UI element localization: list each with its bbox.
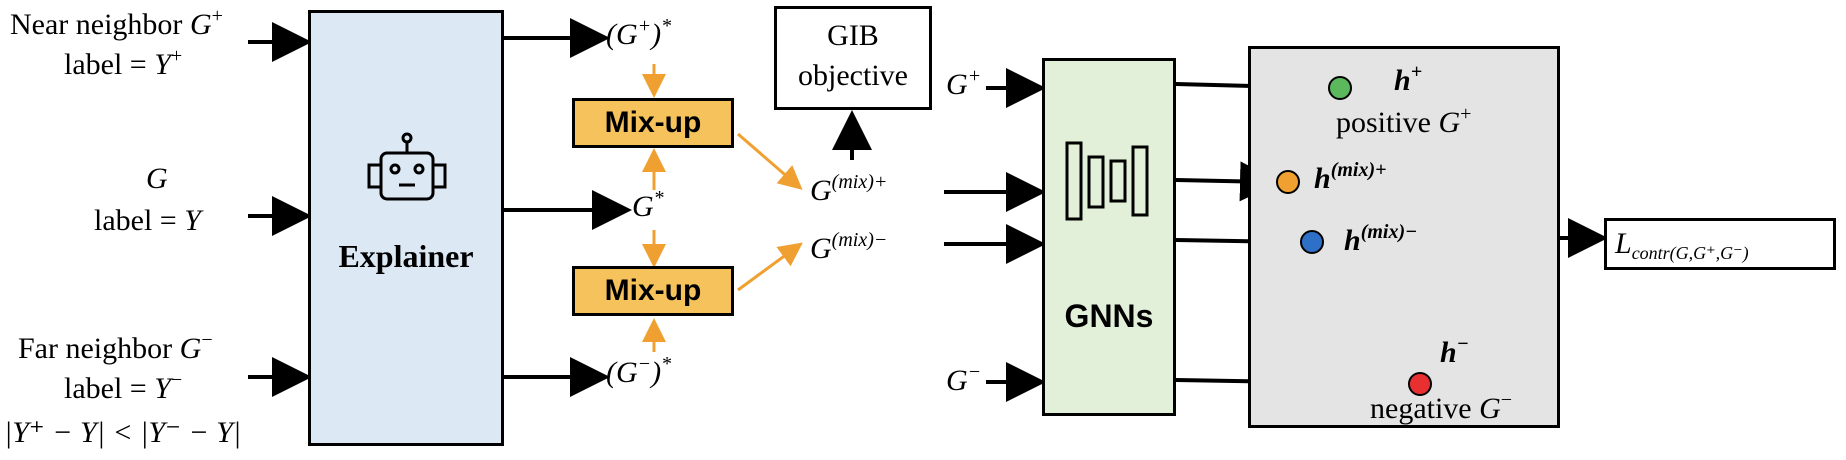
explained-pos-label: (G+)* [606,15,672,51]
loss-box: Lcontr(G,G⁺,G⁻) [1604,218,1836,270]
loss-label: Lcontr(G,G⁺,G⁻) [1615,227,1749,263]
gnns-label: GNNs [1064,298,1154,334]
positive-caption: positive G+ [1336,103,1472,139]
anchor-graph-value: label = Y [94,204,201,237]
explainer-label: Explainer [338,238,474,274]
negative-caption: negative G− [1370,389,1513,425]
node-h-neg [1408,372,1432,396]
robot-icon [367,132,447,201]
gnns-box: GNNs [1042,58,1176,416]
near-neighbor-label: Near neighbor G+ [10,5,223,41]
h-neg-label: h− [1440,333,1469,369]
far-neighbor-label: Far neighbor G− [18,329,213,365]
mixup-bottom-box: Mix-up [572,266,734,316]
node-h-mixneg [1300,230,1324,254]
gib-line2: objective [798,59,908,92]
mixup-top-box: Mix-up [572,98,734,148]
explained-mid-label: G* [632,187,664,223]
h-mixneg-label: h(mix)− [1344,221,1418,257]
h-mixpos-label: h(mix)+ [1314,159,1387,195]
constraint-label: |Y⁺ − Y| < |Y⁻ − Y| [4,416,242,449]
explainer-box: Explainer [308,10,504,446]
mixed-pos-label: G(mix)+ [810,171,888,207]
far-neighbor-value: label = Y− [64,369,183,405]
gib-objective-box: GIB objective [774,6,932,110]
explained-neg-label: (G−)* [606,353,672,389]
node-h-pos [1328,76,1352,100]
arrow-mixup-bottom-out [737,242,803,292]
gnn-input-pos-label: G+ [946,65,982,101]
neural-network-icon [1065,141,1149,221]
node-h-mixpos [1276,170,1300,194]
mixed-neg-label: G(mix)− [810,229,888,265]
h-pos-label: h+ [1394,61,1423,97]
near-neighbor-value: label = Y+ [64,45,183,81]
arrow-mixup-top-out [737,132,803,190]
anchor-graph-label: G [146,162,168,195]
gnn-input-neg-label: G− [946,361,982,397]
gib-line1: GIB [827,19,879,52]
